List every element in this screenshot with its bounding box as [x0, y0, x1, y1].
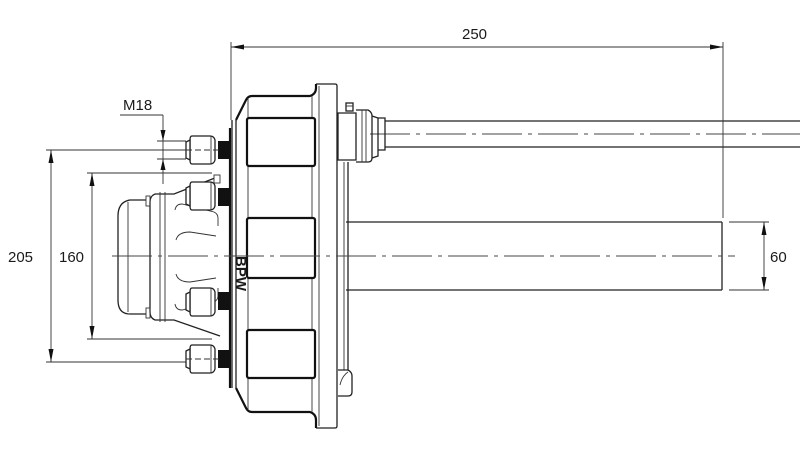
dimension-length: 250 — [230, 26, 724, 218]
dimension-length-label: 250 — [462, 26, 487, 43]
dimension-axle-section: 60 — [729, 221, 787, 291]
dimension-outer-height-label: 205 — [8, 249, 33, 266]
hub-marking-text: BPW — [232, 256, 249, 292]
wheel-nut — [185, 287, 230, 317]
wheel-nut — [185, 135, 230, 165]
wheel-hub — [117, 128, 232, 388]
dimension-pitch-circle-label: 160 — [59, 249, 84, 266]
dimension-thread-label: M18 — [123, 97, 152, 114]
hub-marking: BPW — [232, 256, 249, 292]
dimension-axle-section-label: 60 — [770, 249, 787, 266]
brake-shaft — [337, 102, 800, 163]
dimension-pitch-circle: 160 — [59, 172, 212, 340]
dimension-outer-height: 205 — [8, 149, 186, 363]
wheel-nuts — [185, 135, 230, 374]
dimension-thread: M18 — [120, 97, 186, 184]
wheel-nut — [185, 174, 230, 211]
grease-nipple — [345, 102, 354, 112]
brake-drum — [231, 83, 353, 429]
wheel-nut — [185, 344, 230, 374]
